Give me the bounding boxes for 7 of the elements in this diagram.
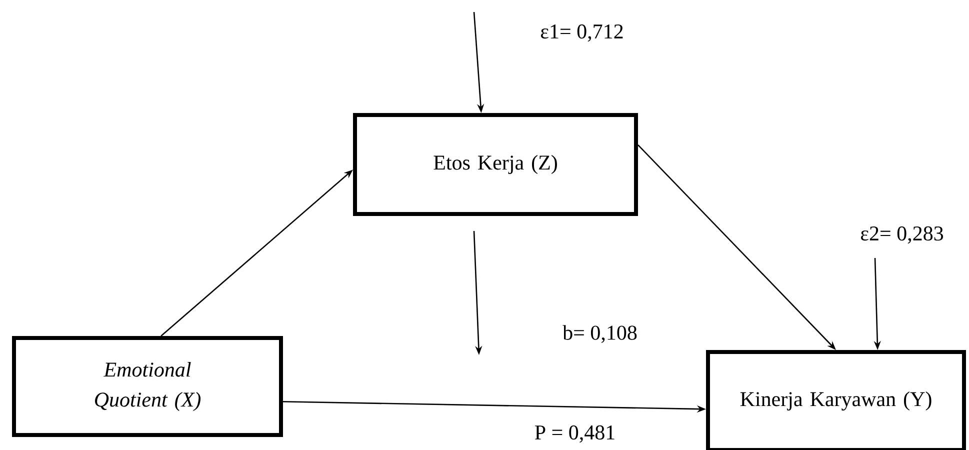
variable-box: Kinerja Karyawan (Y) xyxy=(706,350,966,450)
variable-box: Etos Kerja (Z) xyxy=(353,113,638,216)
edge-label: ε2= 0,283 xyxy=(859,225,945,245)
edge-label: P = 0,481 xyxy=(533,424,617,444)
edge-label: ε1= 0,712 xyxy=(539,23,625,43)
coefficient-label: b= 0,108 xyxy=(562,325,637,343)
variable-box: Emotional Quotient (X) xyxy=(12,336,283,437)
